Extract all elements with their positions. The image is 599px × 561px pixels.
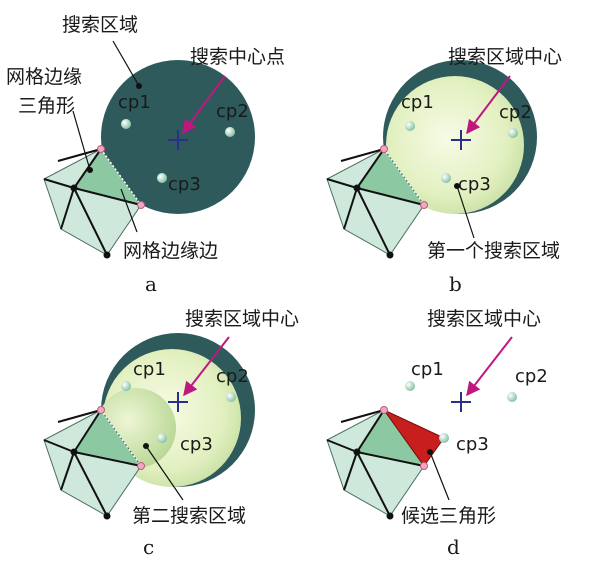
- mesh-edge-triangle-label-line1: 网格边缘: [6, 66, 82, 88]
- cp3-point: [157, 433, 167, 443]
- panel-a: cp1 cp2 cp3 搜索区域 搜索中心点 网格边缘 三角形 网格边缘边 a: [6, 14, 285, 296]
- cp1-point: [405, 381, 415, 391]
- boundary-point: [420, 462, 428, 470]
- cp1-point: [121, 119, 131, 129]
- boundary-point: [420, 201, 428, 209]
- search-center-label: 搜索中心点: [190, 46, 285, 68]
- cp1-label: cp1: [401, 92, 434, 113]
- cp1-label: cp1: [133, 359, 166, 380]
- mesh-edge-label: 网格边缘边: [123, 240, 218, 262]
- cp3-point: [157, 173, 167, 183]
- cp2-label: cp2: [515, 366, 548, 387]
- panel-d: cp1 cp2 cp3 搜索区域中心 候选三角形 d: [326, 308, 548, 559]
- cp3-label: cp3: [180, 434, 213, 455]
- candidate-triangle-label: 候选三角形: [401, 505, 496, 527]
- search-region-center-label: 搜索区域中心: [427, 308, 541, 330]
- cp2-point: [507, 392, 517, 402]
- mesh-edge: [100, 148, 142, 206]
- boundary-point: [380, 406, 388, 414]
- leader-line: [120, 188, 138, 233]
- search-region-label: 搜索区域: [62, 14, 138, 36]
- panel-c: cp1 cp2 cp3 搜索区域中心 第二搜索区域 c: [43, 308, 299, 559]
- leader-line: [145, 445, 184, 501]
- mesh: [326, 406, 445, 520]
- mesh: [43, 145, 145, 259]
- panel-b: cp1 cp2 cp3 搜索区域中心 第一个搜索区域 b: [326, 46, 562, 296]
- leader-line: [429, 451, 450, 501]
- boundary-point: [97, 406, 105, 414]
- cp1-label: cp1: [118, 92, 151, 113]
- leader-line: [112, 40, 140, 87]
- panel-caption: c: [143, 535, 154, 559]
- leader-line: [72, 110, 91, 171]
- second-search-region-label: 第二搜索区域: [132, 505, 246, 527]
- cp2-label: cp2: [216, 101, 249, 122]
- cp2-point: [508, 128, 518, 138]
- mesh-edge-triangle-label-line2: 三角形: [18, 95, 75, 117]
- search-center-marker: [168, 130, 188, 150]
- pointer-arrow: [183, 336, 230, 397]
- search-center-marker: [451, 392, 471, 412]
- cp2-label: cp2: [216, 366, 249, 387]
- cp1-point: [405, 121, 415, 131]
- mesh: [326, 145, 428, 259]
- search-region-center-label: 搜索区域中心: [185, 308, 299, 330]
- boundary-point: [137, 462, 145, 470]
- pointer-arrow: [466, 75, 511, 135]
- leader-line: [456, 185, 475, 239]
- cp3-label: cp3: [168, 174, 201, 195]
- pointer-arrow: [182, 75, 226, 135]
- mesh-edge: [100, 409, 142, 467]
- pointer-arrow: [466, 336, 513, 397]
- panel-caption: a: [145, 272, 157, 296]
- first-search-region: [386, 76, 524, 214]
- mesh-edge: [383, 148, 425, 206]
- first-search-region-label: 第一个搜索区域: [427, 240, 560, 262]
- search-center-marker: [451, 130, 471, 150]
- search-center-marker: [168, 392, 188, 412]
- cp3-point: [439, 433, 449, 443]
- panel-caption: d: [447, 535, 460, 559]
- cp2-point: [226, 392, 236, 402]
- boundary-point: [97, 145, 105, 153]
- cp3-label: cp3: [456, 434, 489, 455]
- cp1-point: [121, 381, 131, 391]
- boundary-point: [137, 201, 145, 209]
- cp2-label: cp2: [499, 102, 532, 123]
- panel-caption: b: [449, 272, 462, 296]
- cp2-point: [225, 127, 235, 137]
- cp3-point: [441, 173, 451, 183]
- cp3-label: cp3: [458, 174, 491, 195]
- search-region-center-label: 搜索区域中心: [448, 46, 562, 68]
- boundary-point: [380, 145, 388, 153]
- cp1-label: cp1: [411, 359, 444, 380]
- mesh: [43, 406, 145, 520]
